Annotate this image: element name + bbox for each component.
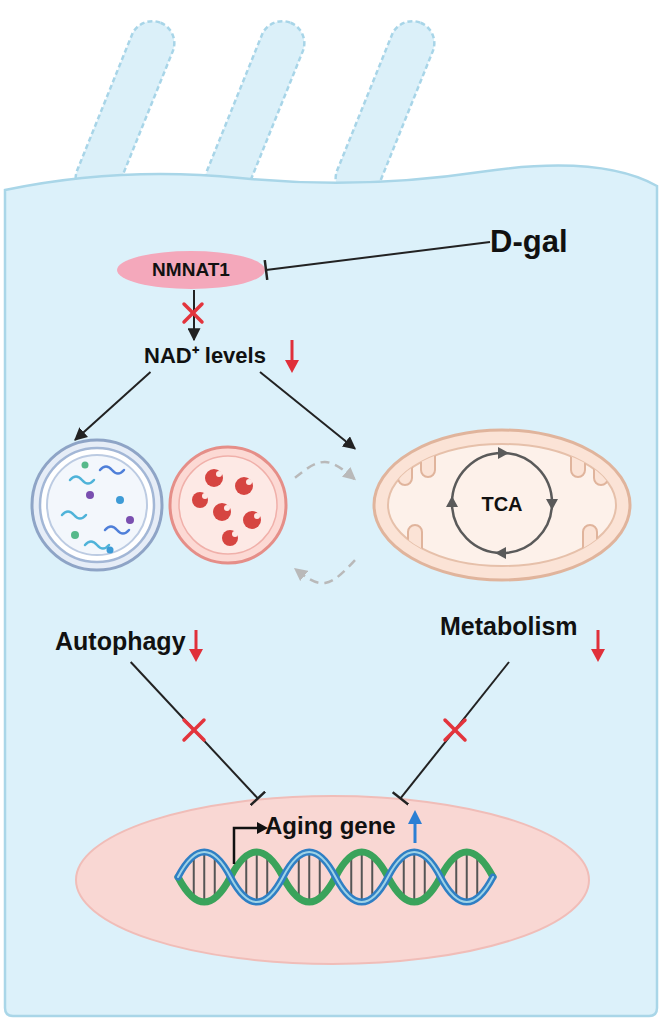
node-shape — [76, 796, 589, 964]
cristae — [398, 420, 608, 590]
metabolite-label: NAD⁺ levels — [140, 340, 290, 372]
node-text: D-gal — [490, 220, 600, 264]
dna-strand — [178, 852, 493, 902]
increase-arrow — [408, 810, 422, 843]
mitochondrion-outer-membrane — [374, 430, 630, 580]
autophagy-process: Autophagy — [30, 440, 295, 662]
block-cross — [184, 304, 202, 322]
enzyme-ellipse: NMNAT1 — [116, 250, 266, 290]
activation-connector — [75, 372, 150, 440]
dna-helix — [178, 852, 493, 902]
decrease-arrow — [189, 630, 203, 662]
node-text: Aging gene — [265, 810, 415, 842]
inhibition-connector — [131, 662, 258, 798]
transcription-arrow — [234, 822, 268, 864]
base-pairs — [194, 852, 478, 902]
activation-connector — [260, 372, 355, 449]
lysosome-membrane — [170, 447, 286, 563]
node-text: NAD⁺ levels — [144, 340, 290, 372]
dna-strand — [178, 852, 493, 902]
lysosome-enzymes — [192, 469, 261, 546]
node-text: Autophagy — [55, 626, 215, 658]
crosstalk-connector — [295, 462, 355, 480]
node-text: NMNAT1 — [116, 250, 266, 290]
lysosome-lumen — [179, 456, 277, 554]
autolysosome-illustration — [32, 440, 286, 570]
tca-cycle-ring — [452, 453, 552, 553]
block-cross — [184, 720, 204, 740]
block-cross — [445, 720, 465, 740]
stimulus-label: D-gal — [490, 220, 600, 264]
tca-cycle-arrowheads — [446, 447, 558, 559]
autophagosome-outer-membrane — [32, 440, 162, 570]
cell-body — [5, 166, 657, 1016]
autophagosome-inner-membrane — [40, 448, 154, 562]
enzyme-notches — [202, 471, 260, 537]
autophagosome-lumen — [47, 455, 147, 555]
activation-connector — [193, 290, 195, 340]
cargo-squiggles — [62, 467, 129, 549]
mitochondrion-illustration — [374, 420, 630, 590]
nucleus-ellipse: Aging gene — [75, 795, 590, 965]
node-text: Metabolism — [440, 611, 605, 643]
cargo-dots — [71, 462, 134, 554]
node-shape — [117, 251, 265, 289]
mitochondrion-process: TCA Metabolism — [355, 425, 635, 662]
dna-highlight — [178, 852, 493, 902]
decrease-arrow — [591, 630, 605, 662]
crosstalk-connector — [295, 560, 355, 583]
decrease-arrow — [285, 340, 299, 373]
node-text: TCA — [462, 491, 542, 517]
inhibition-connector — [400, 662, 509, 798]
inhibition-connector — [266, 242, 490, 270]
